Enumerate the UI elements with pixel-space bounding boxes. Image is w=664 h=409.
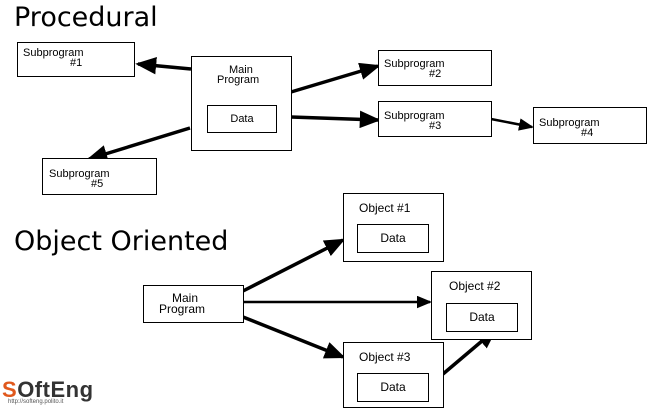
object-1-data-box: Data — [357, 224, 429, 253]
arrow-oo-main-to-obj1 — [242, 238, 346, 293]
procedural-title: Procedural — [14, 2, 158, 33]
object-3-label: Object #3 — [359, 350, 411, 364]
main-program-line1: Main — [229, 64, 253, 76]
main-program-line2: Program — [217, 74, 260, 86]
object-2-data-label: Data — [469, 310, 495, 324]
main-program-data-label: Data — [230, 112, 254, 125]
object-2-label: Object #2 — [449, 279, 501, 293]
arrow-sub3-to-sub4 — [490, 117, 534, 131]
object-2-box: Object #2 Data — [431, 271, 532, 340]
softeng-logo-url: http://softeng.polito.it — [8, 399, 64, 405]
subprogram-5-line2: #5 — [91, 178, 104, 190]
arrow-main-to-sub2 — [290, 62, 381, 94]
subprogram-1-line2: #1 — [70, 57, 83, 69]
subprogram-2-line2: #2 — [429, 68, 442, 80]
arrow-main-to-sub3 — [290, 110, 381, 129]
logo-s: S — [2, 377, 18, 402]
subprogram-4-line1: Subprogram — [539, 117, 600, 129]
subprogram-4-line2: #4 — [581, 127, 594, 139]
arrow-main-to-sub5 — [86, 126, 191, 163]
subprogram-5-box: Subprogram #5 — [42, 158, 157, 195]
logo-rest: OftEng — [17, 377, 94, 402]
subprogram-2-line1: Subprogram — [384, 58, 445, 70]
object-1-data-label: Data — [380, 231, 406, 245]
object-3-data-label: Data — [380, 380, 406, 394]
subprogram-3-box: Subprogram #3 — [378, 101, 492, 137]
softeng-logo-text: SOftEng — [2, 379, 94, 401]
oo-main-program-box: Main Program — [143, 285, 244, 323]
subprogram-2-box: Subprogram #2 — [378, 50, 492, 86]
main-program-data-box: Data — [207, 105, 277, 133]
softeng-logo: SOftEng http://softeng.polito.it — [2, 379, 152, 409]
arrow-oo-main-to-obj3 — [242, 315, 346, 359]
oo-main-program-line2: Program — [159, 302, 206, 316]
object-3-data-box: Data — [357, 373, 429, 402]
object-oriented-title: Object Oriented — [14, 226, 229, 257]
object-3-box: Object #3 Data — [343, 342, 444, 408]
subprogram-4-box: Subprogram #4 — [533, 107, 647, 144]
subprogram-1-line1: Subprogram — [23, 47, 84, 59]
main-program-box: Main Program Data — [191, 56, 292, 151]
object-2-data-box: Data — [446, 303, 518, 332]
object-1-box: Object #1 Data — [343, 193, 444, 262]
subprogram-3-line1: Subprogram — [384, 110, 445, 122]
oo-main-program-line1: Main — [172, 291, 199, 305]
object-1-label: Object #1 — [359, 201, 411, 215]
subprogram-1-box: Subprogram #1 — [17, 42, 135, 77]
subprogram-3-line2: #3 — [429, 120, 442, 132]
arrow-main-to-sub1 — [135, 56, 192, 75]
subprogram-5-line1: Subprogram — [49, 168, 110, 180]
